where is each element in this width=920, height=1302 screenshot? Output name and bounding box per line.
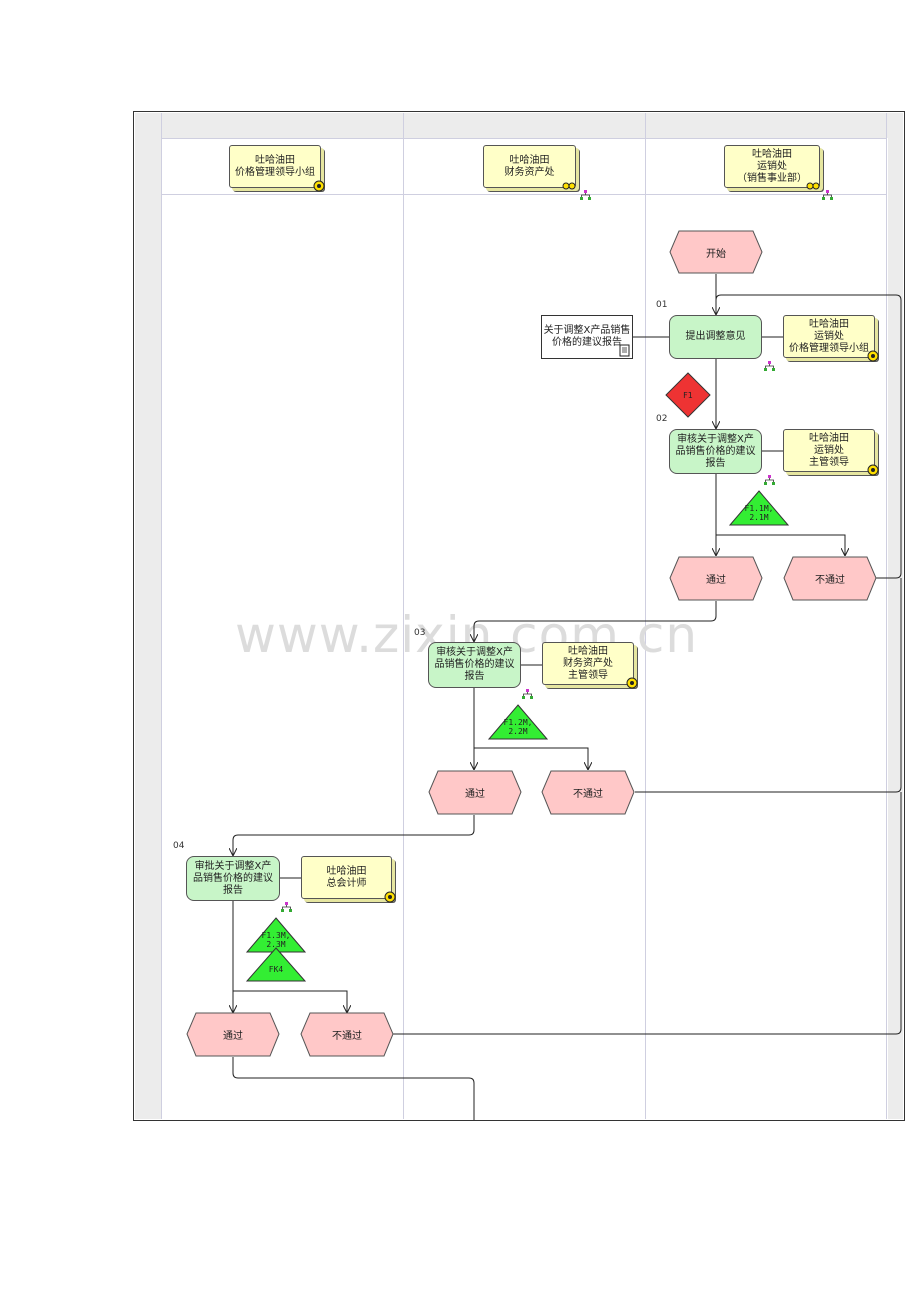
role-label: 吐哈油田 财务资产处 主管领导	[563, 645, 613, 681]
task-approve-report: 审批关于调整X产 品销售价格的建议 报告	[186, 856, 280, 901]
lane-divider	[645, 113, 646, 1119]
org-icon	[822, 190, 833, 200]
role-finance-leader: 吐哈油田 财务资产处 主管领导	[542, 642, 638, 689]
start-label: 开始	[706, 248, 726, 260]
lane-header-price-group: 吐哈油田 价格管理领导小组	[229, 145, 325, 192]
task-label: 审核关于调整X产 品销售价格的建议 报告	[434, 647, 515, 682]
step-number: 03	[414, 628, 426, 638]
control-label: F1.3M, 2.3M	[261, 931, 291, 949]
lane-header-sales: 吐哈油田 运销处 （销售事业部）	[724, 145, 820, 190]
task-review-report-finance: 审核关于调整X产 品销售价格的建议 报告	[428, 642, 521, 688]
lane-header-label: 吐哈油田 财务资产处	[504, 154, 555, 178]
control-marker: F1.1M, 2.1M	[729, 490, 789, 526]
fail-event: 不通过	[541, 770, 635, 815]
event-shape	[300, 1012, 394, 1057]
event-shape	[428, 770, 522, 815]
fail-event: 不通过	[300, 1012, 394, 1057]
lane-header-label: 吐哈油田 价格管理领导小组	[235, 154, 315, 178]
fail-label: 不通过	[573, 789, 603, 800]
step-number: 01	[656, 300, 668, 310]
fail-label: 不通过	[332, 1031, 362, 1042]
org-icon	[522, 689, 533, 699]
role-price-group: 吐哈油田 运销处 价格管理领导小组	[783, 315, 879, 362]
pass-event: 通过	[669, 556, 763, 601]
event-shape	[669, 230, 763, 274]
pass-label: 通过	[223, 1031, 243, 1042]
role-chief-accountant: 吐哈油田 总会计师	[301, 856, 396, 903]
pass-label: 通过	[706, 575, 726, 586]
start-event: 开始	[669, 230, 763, 274]
pass-label: 通过	[465, 789, 485, 800]
document-report: 关于调整X产品销售 价格的建议报告	[541, 315, 633, 359]
lane-divider	[161, 113, 162, 1119]
control-marker: F1.2M, 2.2M	[488, 704, 548, 740]
role-group-icon	[806, 182, 820, 190]
task-review-report-sales: 审核关于调整X产 品销售价格的建议 报告	[669, 429, 762, 474]
role-label: 吐哈油田 运销处 主管领导	[809, 432, 849, 468]
risk-label: F1	[683, 390, 693, 400]
pass-event: 通过	[428, 770, 522, 815]
role-icon	[626, 677, 638, 689]
header-divider	[161, 194, 886, 195]
role-label: 吐哈油田 总会计师	[326, 865, 367, 889]
role-label: 吐哈油田 运销处 价格管理领导小组	[789, 318, 869, 354]
event-shape	[783, 556, 877, 601]
document-label: 关于调整X产品销售 价格的建议报告	[543, 325, 631, 348]
step-number: 02	[656, 414, 668, 424]
step-number: 04	[173, 841, 185, 851]
control-marker: FK4	[246, 947, 306, 982]
fail-label: 不通过	[815, 575, 845, 586]
task-propose-adjustment: 提出调整意见	[669, 315, 762, 359]
risk-marker: F1	[665, 372, 711, 418]
lane-divider	[403, 113, 404, 1119]
control-triangle	[488, 704, 548, 740]
task-label: 审核关于调整X产 品销售价格的建议 报告	[675, 433, 756, 469]
org-icon	[580, 190, 591, 200]
event-shape	[186, 1012, 280, 1057]
header-divider	[161, 138, 886, 139]
control-label: F1.1M, 2.1M	[744, 504, 774, 522]
fail-event: 不通过	[783, 556, 877, 601]
lane-header-finance: 吐哈油田 财务资产处	[483, 145, 576, 190]
task-label: 提出调整意见	[685, 331, 746, 342]
left-band	[135, 113, 161, 1119]
right-band	[888, 113, 903, 1119]
role-icon	[313, 180, 325, 192]
control-triangle	[729, 490, 789, 526]
pass-event: 通过	[186, 1012, 280, 1057]
role-icon	[867, 350, 879, 362]
control-label: F1.2M, 2.2M	[503, 718, 533, 736]
lane-header-label: 吐哈油田 运销处 （销售事业部）	[737, 148, 807, 184]
top-band	[135, 113, 903, 138]
risk-diamond	[665, 372, 711, 418]
org-icon	[764, 475, 775, 485]
event-shape	[541, 770, 635, 815]
role-icon	[384, 891, 396, 903]
role-icon	[867, 464, 879, 476]
org-icon	[281, 902, 292, 912]
task-label: 审批关于调整X产 品销售价格的建议 报告	[193, 860, 273, 896]
diagram-frame	[133, 111, 905, 1121]
role-group-icon	[562, 182, 576, 190]
control-label: FK4	[268, 965, 284, 974]
event-shape	[669, 556, 763, 601]
org-icon	[764, 361, 775, 371]
control-triangle	[246, 947, 306, 982]
document-icon	[619, 344, 630, 357]
role-sales-leader: 吐哈油田 运销处 主管领导	[783, 429, 879, 476]
lane-divider	[886, 113, 887, 1119]
